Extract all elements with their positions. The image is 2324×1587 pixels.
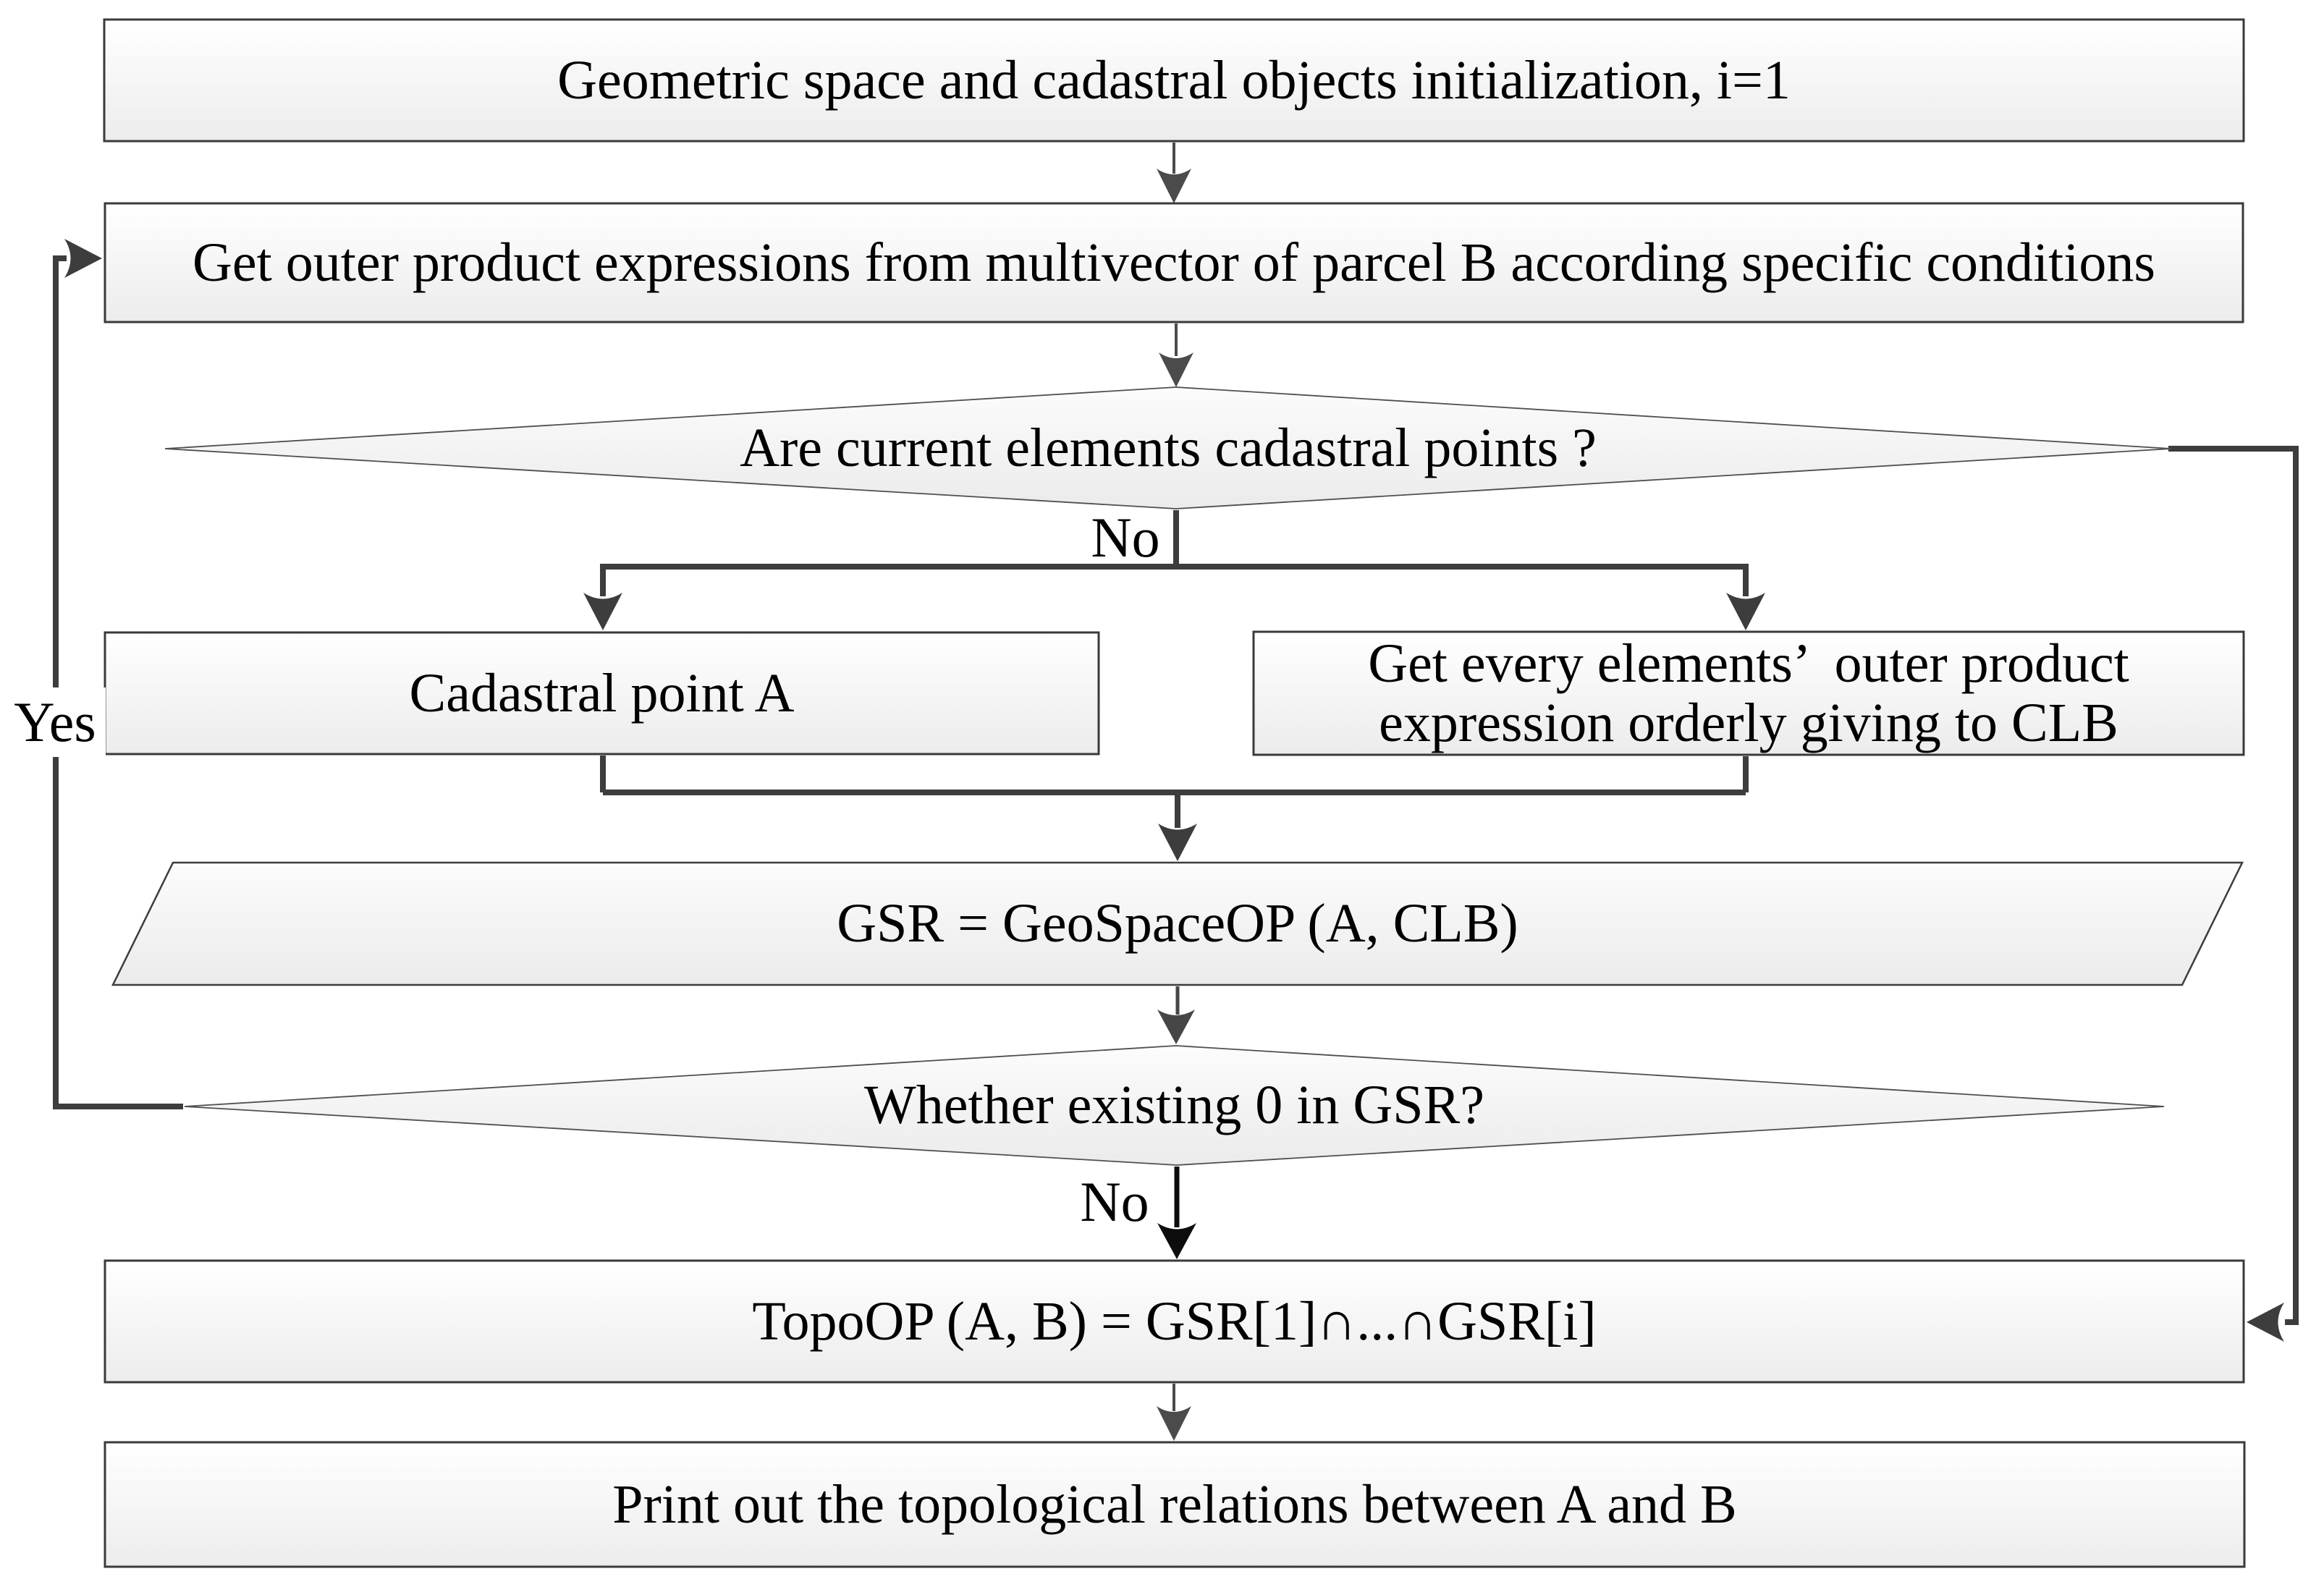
arrowhead-right-to-topoop (2247, 1303, 2284, 1342)
decision-zero-in-gsr-label: Whether existing 0 in GSR? (864, 1075, 1484, 1136)
arrowhead-getouter-to-decision1 (1159, 352, 1193, 387)
arrowhead-split-to-getevery (1726, 593, 1765, 630)
process-box-topoop (103, 1259, 2245, 1384)
no-label-second-decision: No (1080, 1170, 1149, 1233)
decision-diamond-cadastral-points (164, 386, 2172, 509)
arrowhead-topoop-to-print (1157, 1406, 1191, 1441)
print-out-label: Print out the topological relations betw… (612, 1473, 1737, 1535)
edge-merge-to-gsr (600, 756, 1749, 828)
init-label: Geometric space and cadastral objects in… (557, 49, 1791, 111)
edge-decision1-right-to-topoop (2168, 446, 2299, 1325)
arrowhead-split-to-cadastral-a (583, 593, 622, 630)
process-box-init (103, 18, 2245, 143)
edge-yes-loop (53, 255, 183, 1109)
arrowhead-init-to-getouter (1157, 169, 1191, 203)
process-box-get-outer-product (103, 202, 2244, 323)
get-every-element-line1: Get every elements’ outer product (1368, 632, 2129, 694)
decision-cadastral-points-label: Are current elements cadastral points ? (740, 417, 1597, 478)
io-parallelogram-gsr (111, 861, 2244, 986)
process-box-get-every-element (1252, 630, 2245, 756)
topoop-label: TopoOP (A, B) = GSR[1]∩...∩GSR[i] (752, 1290, 1597, 1352)
decision-diamond-zero-in-gsr (184, 1045, 2165, 1166)
arrowhead-merge-to-gsr (1158, 824, 1197, 861)
arrowhead-gsr-to-decision2 (1157, 1010, 1195, 1044)
arrowhead-yes-loop-to-getouter (64, 239, 102, 278)
gsr-assign-label: GSR = GeoSpaceOP (A, CLB) (837, 893, 1518, 955)
yes-label-loop: Yes (4, 687, 106, 757)
arrowhead-decision2-no-to-topoop (1157, 1223, 1196, 1259)
get-every-element-line2: expression orderly giving to CLB (1379, 693, 2118, 753)
get-outer-product-label: Get outer product expressions from multi… (193, 232, 2155, 293)
get-every-element-label: Get every elements’ outer product expres… (1254, 632, 2244, 755)
process-box-print-out (103, 1441, 2246, 1568)
edge-decision1-no-split (600, 510, 1749, 596)
no-label-first-decision: No (1091, 506, 1160, 569)
cadastral-point-a-label: Cadastral point A (409, 662, 795, 724)
